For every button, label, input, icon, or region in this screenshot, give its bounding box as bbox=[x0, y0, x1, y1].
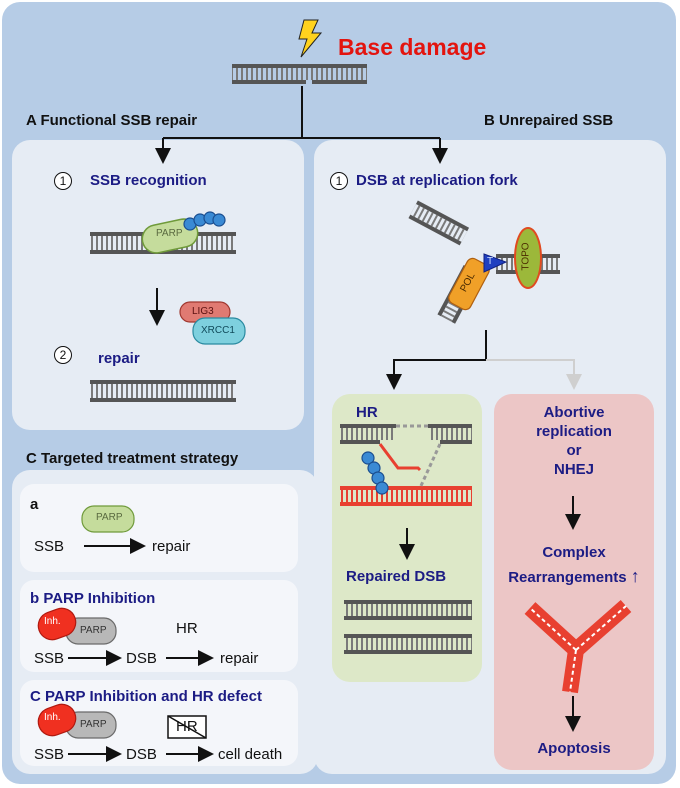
repaired-dna-1 bbox=[344, 600, 472, 620]
c-b-ssb: SSB bbox=[34, 650, 65, 667]
step-a2-label: repair bbox=[98, 350, 140, 367]
topo-enzyme bbox=[514, 227, 542, 289]
c-c-parp: PARP bbox=[80, 719, 107, 730]
parp-label-a: PARP bbox=[156, 228, 183, 239]
c-c-death: cell death bbox=[218, 746, 283, 763]
xrcc1-label: XRCC1 bbox=[201, 325, 235, 336]
lig3-label: LIG3 bbox=[192, 306, 214, 317]
hr-crossed-box bbox=[167, 715, 207, 739]
c-b-header: b PARP Inhibition bbox=[30, 590, 156, 607]
damaged-dna-top bbox=[232, 64, 367, 84]
c-c-ssb: SSB bbox=[34, 746, 65, 763]
alt-line6-text: Rearrangements bbox=[508, 569, 627, 586]
t-marker-icon bbox=[483, 253, 508, 273]
t-marker-label: T bbox=[487, 256, 494, 267]
c-a-parp-label: PARP bbox=[96, 512, 123, 523]
dna-a2 bbox=[90, 380, 236, 402]
section-a-title: A Functional SSB repair bbox=[26, 112, 198, 129]
section-c-title: C Targeted treatment strategy bbox=[26, 450, 239, 467]
step-a2-number: 2 bbox=[54, 346, 72, 364]
inhibitor-c-c bbox=[37, 703, 77, 737]
page-title: Base damage bbox=[338, 34, 487, 60]
parp-c-a bbox=[81, 505, 135, 533]
alt-line6: Rearrangements ↑ bbox=[494, 566, 654, 587]
alt-line5: Complex bbox=[542, 544, 606, 561]
alt-line2: replication bbox=[536, 423, 612, 440]
c-c-hr: HR bbox=[176, 718, 198, 735]
inhibitor-c-b bbox=[37, 607, 77, 641]
section-b-title: B Unrepaired SSB bbox=[484, 112, 614, 129]
c-a-repair: repair bbox=[152, 538, 191, 555]
c-b-dsb: DSB bbox=[126, 650, 157, 667]
step-a1-label: SSB recognition bbox=[90, 172, 207, 189]
step-b1-number: 1 bbox=[330, 172, 348, 190]
repaired-dna-2 bbox=[344, 634, 472, 654]
hr-dna-diagram bbox=[340, 424, 472, 506]
c-b-repair: repair bbox=[220, 650, 259, 667]
branch-arrows bbox=[155, 86, 448, 164]
topo-label: TOPO bbox=[520, 242, 532, 271]
c-a-ssb: SSB bbox=[34, 538, 65, 555]
up-arrow-icon: ↑ bbox=[630, 566, 640, 586]
step-a1-number: 1 bbox=[54, 172, 72, 190]
hr-box-title: HR bbox=[356, 404, 378, 421]
c-b-parp: PARP bbox=[80, 625, 107, 636]
c-b-inh: Inh. bbox=[44, 616, 61, 627]
xrcc1-shape bbox=[192, 317, 246, 345]
c-c-dsb: DSB bbox=[126, 746, 157, 763]
panel-c-a bbox=[20, 484, 298, 572]
hr-box-result: Repaired DSB bbox=[346, 568, 447, 585]
c-b-hr: HR bbox=[176, 620, 198, 637]
par-chain-beads bbox=[183, 211, 226, 231]
alt-line3: or bbox=[566, 442, 582, 459]
step-b1-label: DSB at replication fork bbox=[356, 172, 518, 189]
alt-line1: Abortive bbox=[543, 404, 605, 421]
c-c-header: C PARP Inhibition and HR defect bbox=[30, 688, 262, 705]
hr-beads bbox=[361, 451, 389, 495]
rearranged-dna-icon bbox=[524, 599, 632, 694]
alt-line4: NHEJ bbox=[553, 461, 594, 478]
alt-result: Apoptosis bbox=[537, 740, 611, 757]
c-c-inh: Inh. bbox=[44, 712, 61, 723]
lightning-icon bbox=[298, 19, 323, 58]
fork-arrows bbox=[386, 330, 582, 390]
c-a-letter: a bbox=[30, 496, 39, 513]
pol-enzyme bbox=[448, 257, 490, 311]
parp-enzyme-a bbox=[141, 218, 199, 254]
